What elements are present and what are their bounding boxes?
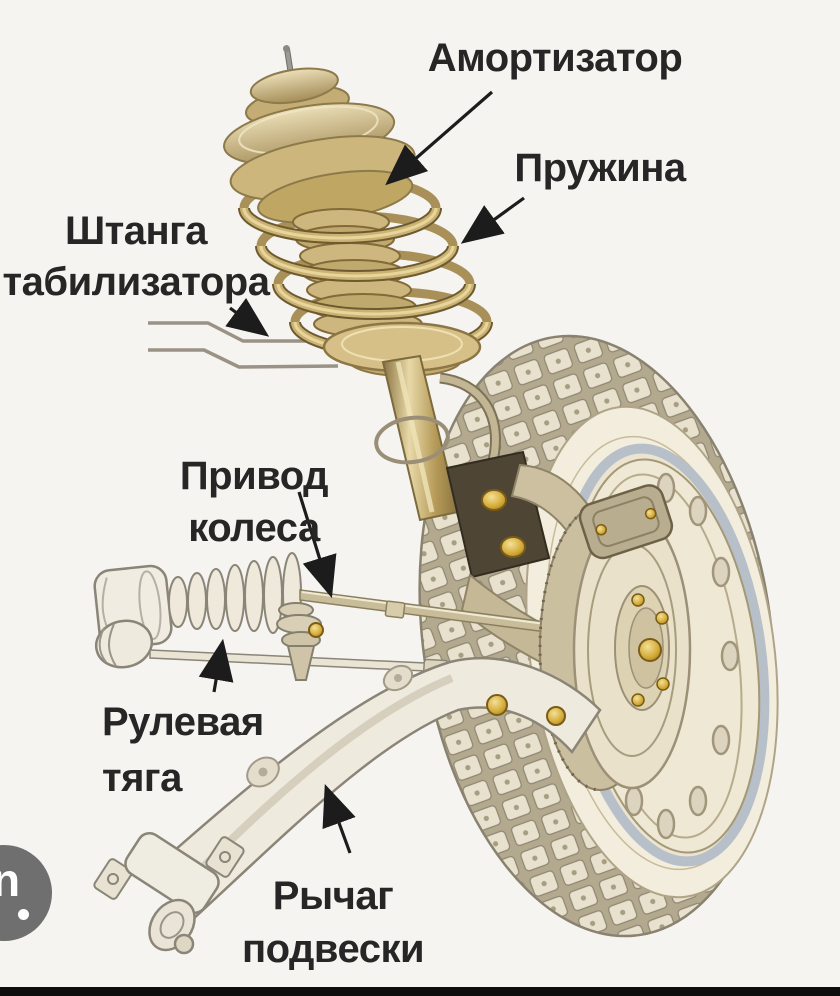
arrow-arm [322, 783, 356, 854]
label-shock-absorber: Амортизатор [427, 36, 683, 80]
bottom-bar [0, 987, 840, 996]
knuckle-hook [439, 372, 501, 467]
brake-caliper [578, 484, 674, 560]
arrow-tierod [198, 638, 234, 693]
label-control-arm: Рычаг подвески [230, 870, 436, 976]
arrow-stabilizer [225, 297, 270, 337]
arm-bushing [93, 832, 245, 955]
arrow-drive [297, 491, 337, 599]
label-tie-rod-line1: Рулевая [102, 700, 264, 744]
label-control-arm-line2: подвески [241, 927, 425, 971]
strut-assembly [223, 45, 501, 522]
label-wheel-drive: Привод колеса [148, 450, 360, 554]
strut-top-mount [223, 45, 416, 224]
label-tie-rod: Рулевая тяга [102, 694, 322, 806]
label-stabilizer-line2: табилизатора [2, 260, 270, 304]
wheel-studs [631, 593, 670, 707]
arrow-spring [460, 196, 525, 244]
hub-nut [638, 638, 662, 662]
label-stabilizer-bar: Штанга табилизатора [0, 206, 286, 308]
label-stabilizer-line1: Штанга [64, 209, 208, 253]
label-control-arm-line1: Рычаг [272, 874, 394, 918]
label-wheel-drive-line2: колеса [188, 506, 320, 550]
label-arrows [198, 90, 525, 854]
watermark-dot [18, 909, 29, 920]
watermark-glyph: n [0, 854, 21, 906]
control-arm [93, 657, 602, 955]
arm-dimples [246, 664, 414, 788]
arrow-shock [385, 90, 494, 186]
ball-joint [276, 602, 324, 681]
label-tie-rod-line2: тяга [102, 756, 182, 800]
label-wheel-drive-line1: Привод [179, 454, 329, 498]
stabilizer-link [374, 415, 450, 465]
label-spring: Пружина [514, 146, 686, 190]
